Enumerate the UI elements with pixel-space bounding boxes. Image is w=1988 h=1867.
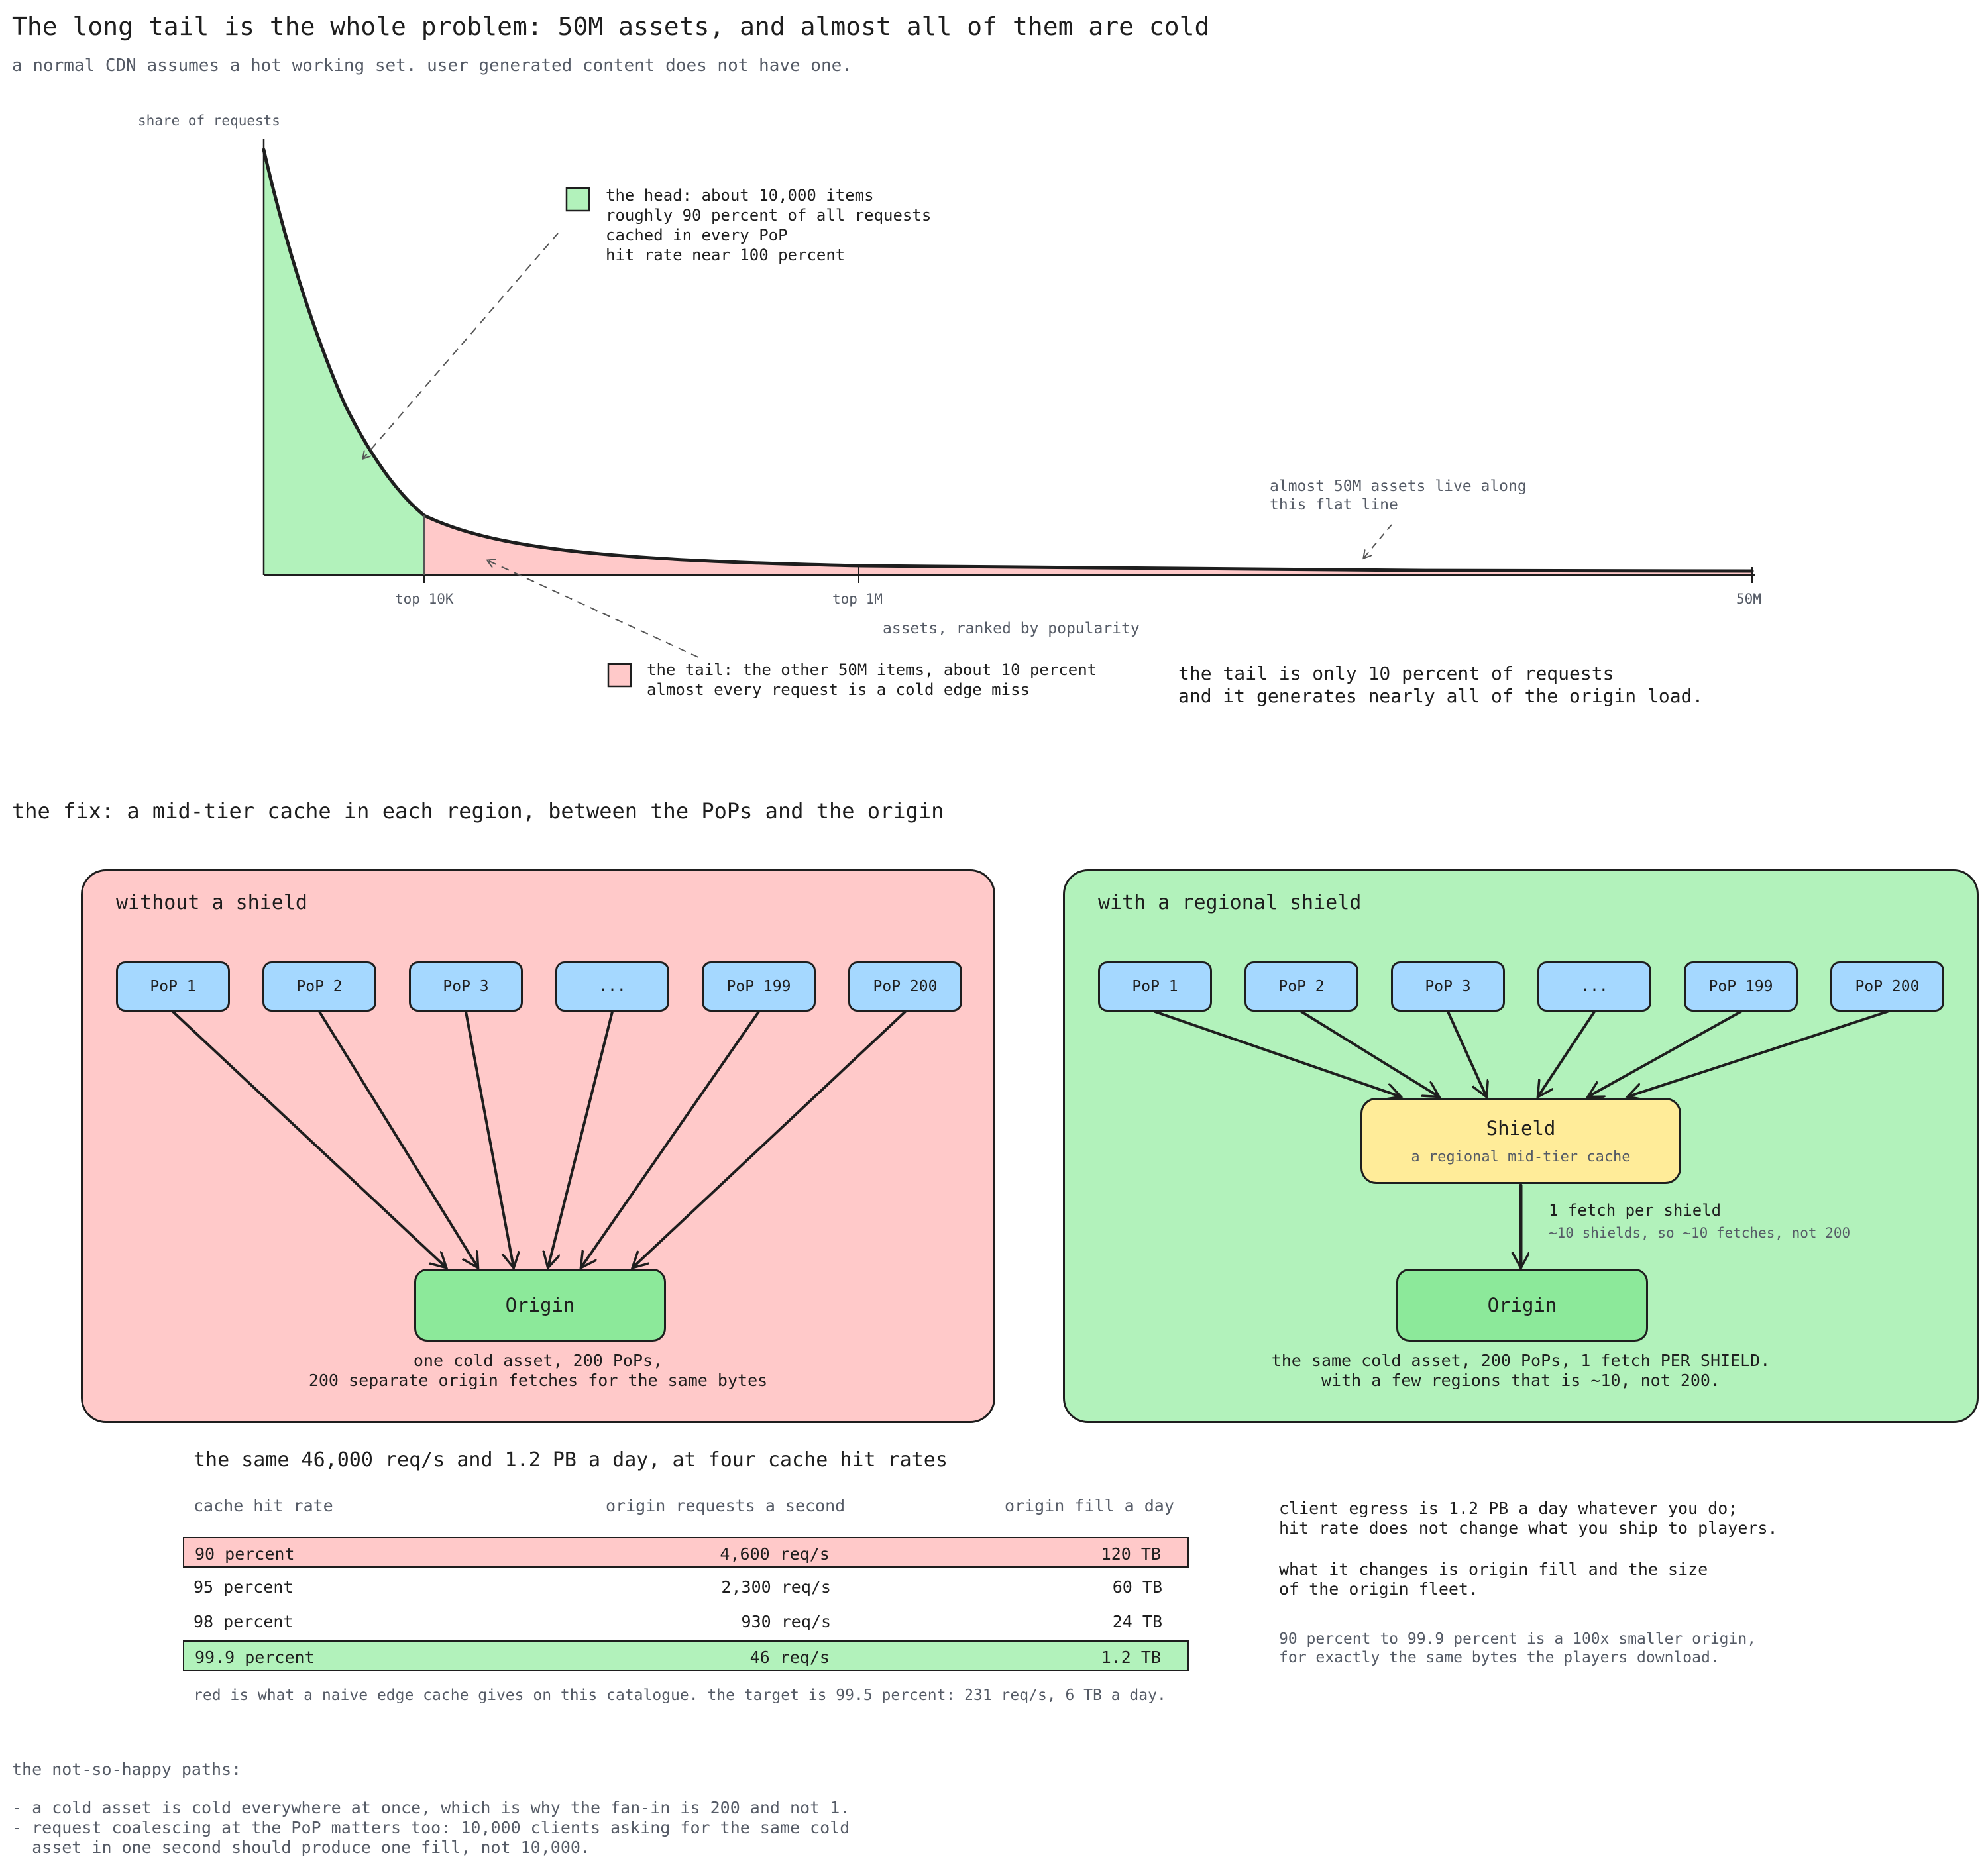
without-shield-caption: one cold asset, 200 PoPs, 200 separate o… (308, 1351, 768, 1390)
unhappy-paths-heading: the not-so-happy paths: (12, 1760, 242, 1779)
pop-box-199: PoP 199 (702, 961, 816, 1012)
hit-rate-cell: 98 percent (193, 1612, 294, 1631)
pop-box-200: PoP 200 (1830, 961, 1944, 1012)
table-note: red is what a naive edge cache gives on … (193, 1687, 1166, 1704)
origin-requests-cell: 46 req/s (749, 1648, 830, 1667)
pop-to-shield-arrow (1154, 1010, 1400, 1096)
without-shield-title: without a shield (116, 891, 307, 914)
origin-requests-cell: 4,600 req/s (720, 1544, 830, 1564)
head-area (264, 150, 424, 575)
origin-fill-cell: 1.2 TB (1101, 1648, 1161, 1667)
fetch-sublabel: ~10 shields, so ~10 fetches, not 200 (1549, 1225, 1851, 1241)
with-shield-title: with a regional shield (1098, 891, 1362, 914)
pop-to-origin-arrow (633, 1010, 907, 1267)
with-shield-panel: with a regional shield PoP 1 PoP 2 PoP 3… (1063, 869, 1979, 1423)
pop-box-3: PoP 3 (409, 961, 523, 1012)
pop-to-shield-arrow (1628, 1010, 1889, 1096)
pop-box-ellipsis: ... (555, 961, 669, 1012)
table-row: 90 percent 4,600 req/s 120 TB (183, 1537, 1189, 1568)
flat-pointer-arrow (1364, 524, 1392, 558)
x-axis-label: assets, ranked by popularity (883, 620, 1140, 637)
tick-label-top-10k: top 10K (395, 591, 454, 607)
shield-subtitle: a regional mid-tier cache (1411, 1148, 1631, 1165)
pop-to-origin-arrow (465, 1010, 514, 1267)
column-header-origin-fill: origin fill a day (1005, 1496, 1174, 1515)
without-shield-arrows (172, 1010, 907, 1425)
origin-requests-cell: 2,300 req/s (721, 1577, 831, 1597)
pop-box-2: PoP 2 (262, 961, 376, 1012)
long-tail-curve (262, 139, 1755, 688)
fetch-label: 1 fetch per shield (1549, 1201, 1722, 1220)
pop-box-2: PoP 2 (1244, 961, 1358, 1012)
tail-legend-swatch (607, 663, 632, 688)
flat-line-annotation: almost 50M assets live along this flat l… (1270, 478, 1527, 513)
pop-to-origin-arrow (318, 1010, 478, 1267)
page-title: The long tail is the whole problem: 50M … (12, 12, 1210, 41)
origin-box: Origin (1396, 1269, 1648, 1342)
pop-to-origin-arrow (548, 1010, 614, 1267)
origin-fill-cell: 120 TB (1101, 1544, 1161, 1564)
pop-box-ellipsis: ... (1537, 961, 1651, 1012)
page-subtitle: a normal CDN assumes a hot working set. … (12, 56, 852, 76)
table-title: the same 46,000 req/s and 1.2 PB a day, … (193, 1448, 948, 1471)
unhappy-paths-list: - a cold asset is cold everywhere at onc… (12, 1798, 850, 1857)
tail-area (424, 515, 1752, 575)
hit-rate-cell: 95 percent (193, 1577, 294, 1597)
pop-box-1: PoP 1 (1098, 961, 1212, 1012)
pop-box-200: PoP 200 (848, 961, 962, 1012)
hit-rate-cell: 90 percent (195, 1544, 295, 1564)
pop-to-origin-arrow (581, 1010, 760, 1267)
origin-fill-cell: 60 TB (1112, 1577, 1162, 1597)
popularity-line (262, 148, 1754, 573)
pop-to-shield-arrow (1588, 1010, 1742, 1096)
column-header-hit-rate: cache hit rate (193, 1496, 333, 1515)
origin-fleet-note: what it changes is origin fill and the s… (1279, 1560, 1708, 1599)
pop-box-199: PoP 199 (1684, 961, 1798, 1012)
table-row: 99.9 percent 46 req/s 1.2 TB (183, 1640, 1189, 1671)
origin-fill-cell: 24 TB (1112, 1612, 1162, 1631)
head-legend-swatch (565, 187, 590, 212)
table-row: 95 percent 2,300 req/s 60 TB (183, 1572, 1189, 1602)
fix-heading: the fix: a mid-tier cache in each region… (12, 798, 944, 824)
shield-title: Shield (1486, 1116, 1556, 1140)
tail-annotation: the tail: the other 50M items, about 10 … (647, 661, 1097, 699)
without-shield-panel: without a shield PoP 1 PoP 2 PoP 3 ... P… (81, 869, 995, 1423)
y-axis-label: share of requests (138, 113, 280, 129)
pop-to-shield-arrow (1300, 1010, 1439, 1096)
head-annotation: the head: about 10,000 items roughly 90 … (606, 186, 932, 264)
shield-box: Shield a regional mid-tier cache (1360, 1098, 1681, 1184)
pop-box-3: PoP 3 (1391, 961, 1505, 1012)
origin-box: Origin (414, 1269, 666, 1342)
table-row: 98 percent 930 req/s 24 TB (183, 1606, 1189, 1636)
pop-to-shield-arrow (1538, 1010, 1596, 1096)
with-shield-caption: the same cold asset, 200 PoPs, 1 fetch P… (1271, 1351, 1771, 1390)
tick-label-50m: 50M (1736, 591, 1761, 607)
pop-to-origin-arrow (172, 1010, 446, 1267)
origin-requests-cell: 930 req/s (741, 1612, 831, 1631)
column-header-origin-requests: origin requests a second (606, 1496, 846, 1515)
tail-takeaway: the tail is only 10 percent of requests … (1178, 663, 1704, 707)
egress-note: client egress is 1.2 PB a day whatever y… (1279, 1499, 1778, 1538)
pop-box-1: PoP 1 (116, 961, 230, 1012)
pop-to-shield-arrow (1447, 1010, 1486, 1096)
with-shield-arrows (1154, 1010, 1889, 1425)
tail-pointer-arrow (488, 560, 699, 658)
tick-label-top-1m: top 1M (832, 591, 883, 607)
head-pointer-arrow (363, 233, 559, 458)
scale-note: 90 percent to 99.9 percent is a 100x sma… (1279, 1630, 1757, 1666)
hit-rate-cell: 99.9 percent (195, 1648, 315, 1667)
